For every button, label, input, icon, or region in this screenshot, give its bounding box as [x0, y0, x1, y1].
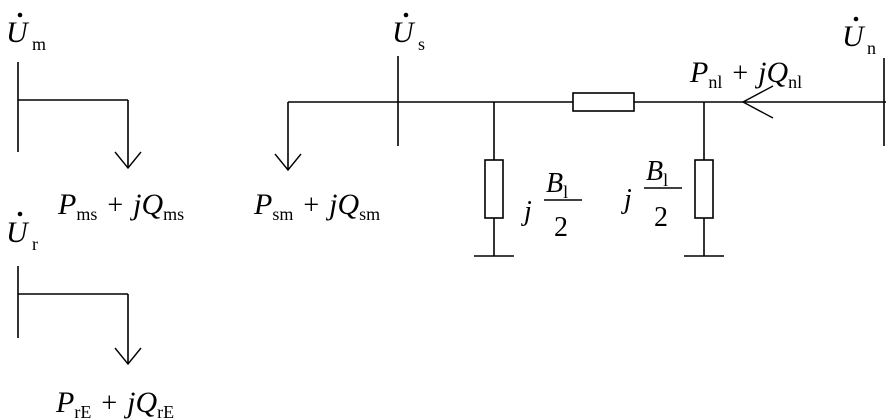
svg-text:PrE+jQrE: PrE+jQrE — [55, 386, 174, 419]
label-u-m: U m — [6, 12, 46, 54]
svg-text:r: r — [32, 234, 38, 254]
label-flow-rE: PrE+jQrE — [55, 386, 174, 419]
svg-text:j: j — [621, 184, 632, 215]
label-flow-ms: Pms+jQms — [57, 188, 184, 224]
svg-text:2: 2 — [554, 212, 568, 243]
flow-arrow-nl — [741, 85, 774, 119]
flow-arrow-sm — [274, 153, 302, 172]
label-u-n: U n — [842, 16, 876, 58]
svg-text:j: j — [521, 196, 532, 227]
line-impedance — [572, 92, 635, 112]
svg-text:U: U — [6, 216, 30, 249]
label-flow-nl: Pnl+jQnl — [689, 56, 802, 92]
shunt-right — [684, 102, 724, 257]
bus-s — [274, 56, 399, 172]
bus-r — [17, 266, 142, 366]
svg-text:Bl: Bl — [646, 156, 668, 190]
svg-text:Pnl+jQnl: Pnl+jQnl — [689, 56, 802, 92]
label-u-r: U r — [6, 211, 38, 254]
svg-text:n: n — [867, 38, 876, 58]
transmission-line — [398, 85, 886, 119]
dot-accent-m — [17, 12, 23, 18]
dot-accent-n — [853, 16, 859, 22]
flow-arrow-ms — [114, 151, 142, 170]
svg-text:U: U — [392, 16, 416, 49]
label-u-s: U s — [392, 12, 425, 54]
flow-arrow-rE — [114, 347, 142, 366]
svg-text:s: s — [418, 34, 425, 54]
svg-text:2: 2 — [654, 202, 668, 233]
svg-text:U: U — [842, 20, 866, 53]
dot-accent-s — [403, 12, 409, 18]
shunt-left-element — [484, 159, 504, 219]
label-shunt-right: j Bl 2 — [621, 156, 682, 233]
shunt-left — [474, 102, 514, 257]
svg-text:Psm+jQsm: Psm+jQsm — [253, 188, 380, 224]
label-flow-sm: Psm+jQsm — [253, 188, 380, 224]
shunt-right-element — [694, 159, 714, 219]
dot-accent-r — [17, 211, 23, 217]
label-shunt-left: j Bl 2 — [521, 168, 582, 243]
svg-text:U: U — [6, 16, 30, 49]
svg-text:Pms+jQms: Pms+jQms — [57, 188, 184, 224]
svg-text:Bl: Bl — [546, 168, 568, 202]
bus-m — [17, 62, 142, 170]
svg-text:m: m — [32, 34, 46, 54]
